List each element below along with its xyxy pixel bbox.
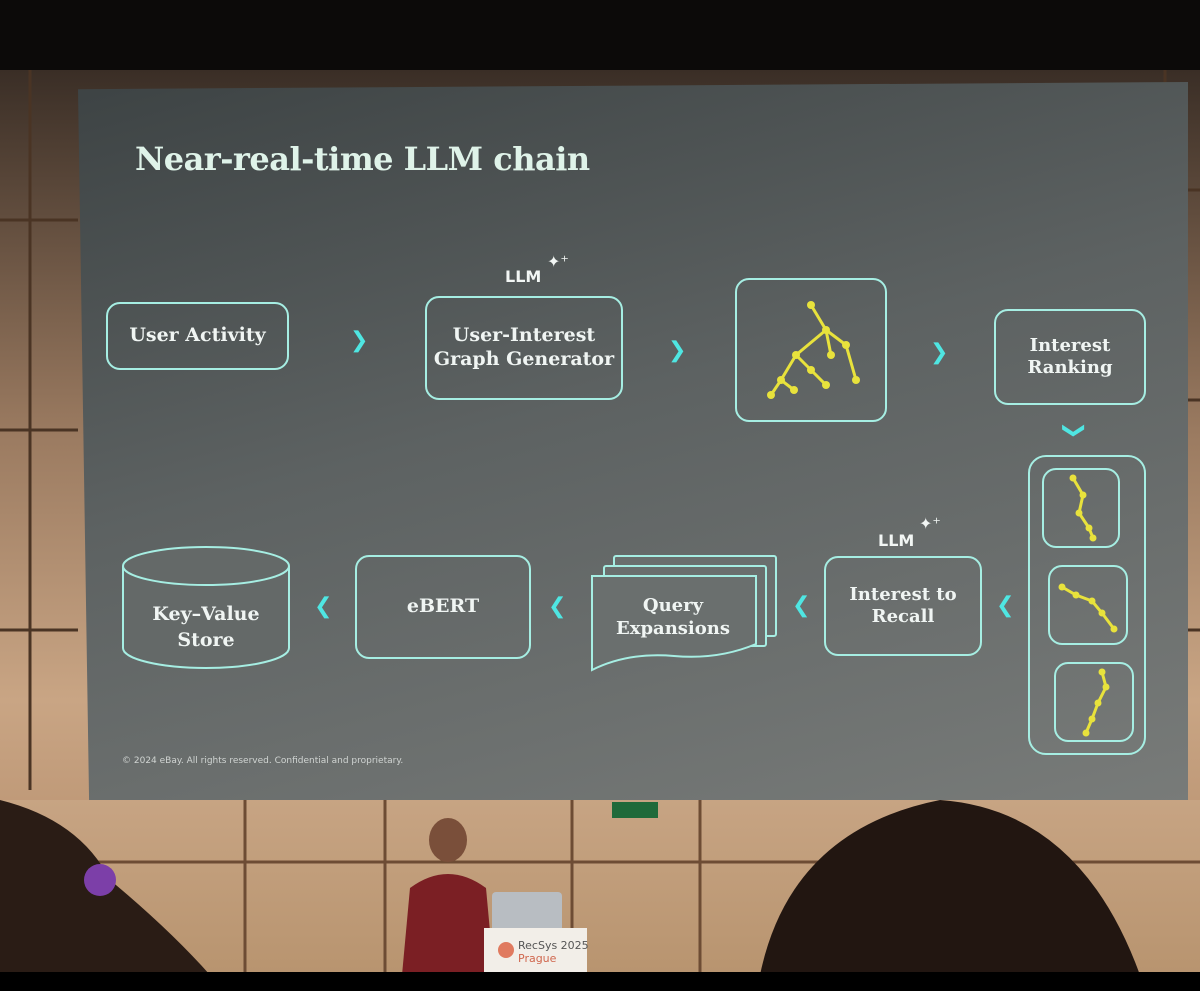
graph-generator-label-line2: Graph Generator xyxy=(433,348,615,370)
stage-scene xyxy=(0,800,1200,975)
interest-to-recall-node: Interest to Recall xyxy=(824,556,982,656)
slide-title: Near-real-time LLM chain xyxy=(135,140,590,178)
user-activity-node: User Activity xyxy=(106,302,289,370)
path-graph-icon xyxy=(1069,474,1097,542)
projection-screen xyxy=(78,82,1188,802)
chevron-icon: ❯ xyxy=(930,340,949,365)
ebert-node: eBERT xyxy=(355,555,531,659)
key-value-store-label: Key–Value Store xyxy=(125,602,287,653)
copyright-footer: © 2024 eBay. All rights reserved. Confid… xyxy=(122,756,404,766)
chevron-left-icon: ❯ xyxy=(792,593,811,618)
podium-event: RecSys 2025 xyxy=(518,939,589,952)
user-activity-label: User Activity xyxy=(129,324,266,347)
query-expansions-label: Query Expansions xyxy=(598,594,748,641)
chevron-icon: ❯ xyxy=(350,328,369,353)
interest-ranking-label-line1: Interest xyxy=(1029,334,1111,356)
path-graph-icon xyxy=(1082,668,1110,737)
ebert-label: eBERT xyxy=(406,595,480,618)
interest-ranking-node: Interest Ranking xyxy=(994,309,1146,405)
ranked-interests-container xyxy=(1028,455,1146,755)
ranked-interest-item xyxy=(1054,662,1134,742)
chevron-left-icon: ❯ xyxy=(548,594,567,619)
interest-graph-node xyxy=(735,278,887,422)
chevron-down-icon: ❯ xyxy=(1061,421,1087,440)
kv-store-label-line2: Store xyxy=(177,628,235,651)
kv-store-label-line1: Key–Value xyxy=(152,603,260,625)
ranked-interest-item xyxy=(1042,468,1120,548)
interest-recall-label-line2: Recall xyxy=(871,606,935,627)
llm-badge-bottom: LLM xyxy=(878,531,915,550)
interest-recall-label-line1: Interest to xyxy=(849,583,957,605)
letterbox-bar xyxy=(0,972,1200,991)
user-interest-graph-generator-node: User-Interest Graph Generator xyxy=(425,296,623,400)
graph-generator-label-line1: User-Interest xyxy=(452,324,596,347)
interest-ranking-label-line2: Ranking xyxy=(1027,357,1113,378)
chevron-icon: ❯ xyxy=(668,338,687,363)
llm-badge-top: LLM xyxy=(505,267,542,286)
podium-city: Prague xyxy=(518,952,557,966)
path-graph-icon xyxy=(1058,583,1118,633)
query-expansions-label-line1: Query xyxy=(642,595,704,616)
chevron-left-icon: ❯ xyxy=(314,594,333,619)
cylinder-database-icon xyxy=(122,546,290,669)
sparkle-icon: ✦⁺ xyxy=(547,252,569,271)
ranked-interest-item xyxy=(1048,565,1128,645)
tree-graph-icon xyxy=(767,301,860,399)
query-expansions-label-line2: Expansions xyxy=(616,618,730,640)
podium-sign: RecSys 2025 Prague xyxy=(518,939,589,965)
document-stack-icon xyxy=(591,555,777,672)
sparkle-icon: ✦⁺ xyxy=(919,514,941,533)
chevron-left-icon: ❯ xyxy=(996,593,1015,618)
